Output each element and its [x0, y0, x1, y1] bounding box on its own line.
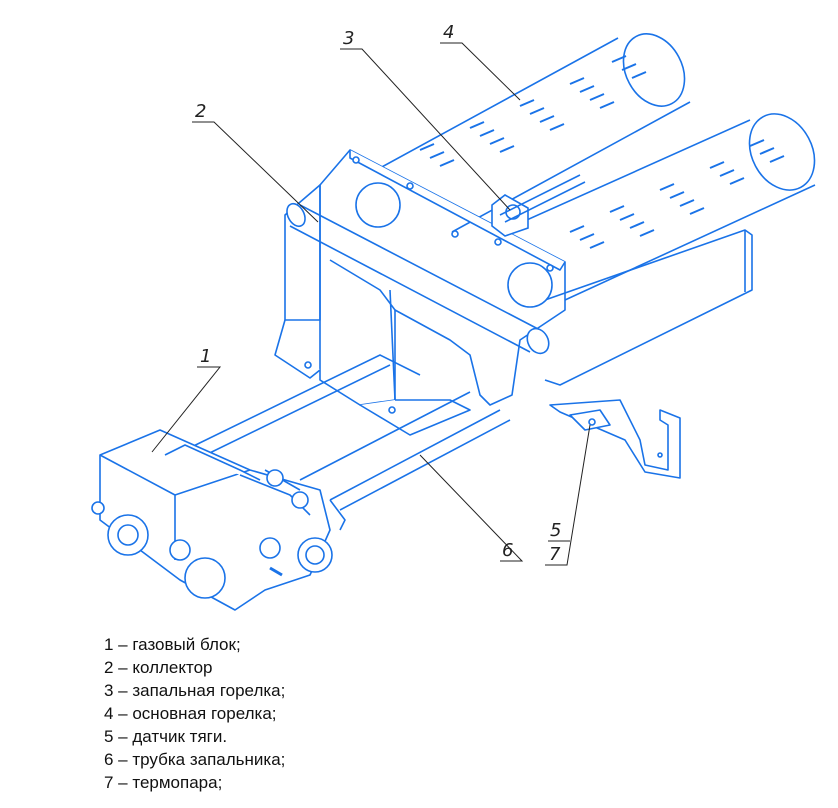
legend-item-3: 3 – запальная горелка; — [104, 681, 286, 700]
legend-item-4: 4 – основная горелка; — [104, 704, 277, 723]
legend-item-5: 5 – датчик тяги. — [104, 727, 228, 746]
collector-pipe — [286, 202, 550, 355]
mounting-bracket — [274, 149, 566, 436]
pilot-burner — [491, 174, 586, 237]
main-burner-tubes — [379, 33, 816, 386]
callout-5: 5 — [550, 520, 561, 541]
callout-1: 1 — [200, 346, 211, 367]
gas-block — [91, 429, 346, 611]
callout-3: 3 — [343, 28, 354, 49]
legend-item-7: 7 – термопара; — [104, 773, 223, 792]
leader-lines — [151, 42, 591, 566]
pilot-tubes — [174, 354, 511, 511]
legend-item-1: 1 – газовый блок; — [104, 635, 241, 654]
parts-legend: 1 – газовый блок; 2 – коллектор 3 – запа… — [104, 633, 285, 794]
legend-item-6: 6 – трубка запальника; — [104, 750, 286, 769]
draft-sensor — [549, 399, 681, 479]
callout-6: 6 — [502, 540, 513, 561]
callout-2: 2 — [195, 101, 206, 122]
callout-labels: 1 2 3 4 5 7 6 — [195, 22, 561, 565]
legend-item-2: 2 – коллектор — [104, 658, 213, 677]
callout-7: 7 — [549, 544, 561, 565]
callout-4: 4 — [443, 22, 454, 43]
